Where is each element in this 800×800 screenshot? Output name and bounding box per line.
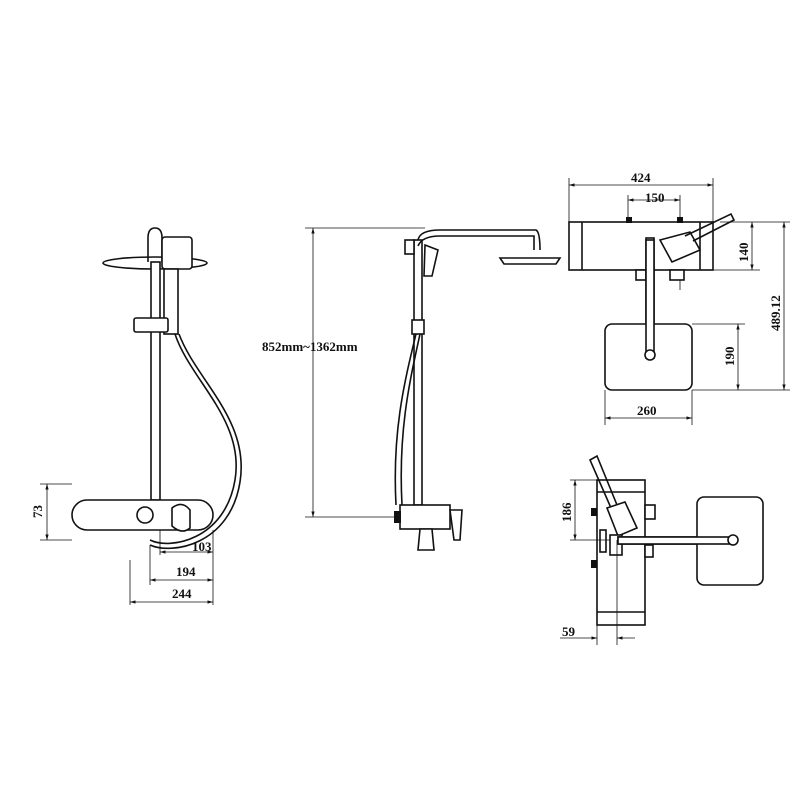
front-view: 73 103 194 244	[30, 227, 242, 605]
side-slide-bracket	[411, 319, 425, 335]
rotated-view: 186 59	[559, 454, 764, 645]
top-view: 424 150 140 489.12 190 260	[568, 170, 790, 425]
dim-194: 194	[176, 564, 196, 579]
shower-hose-outer	[149, 333, 242, 550]
dim-150: 150	[645, 190, 665, 205]
dim-260: 260	[637, 403, 657, 418]
dim-244: 244	[172, 586, 192, 601]
side-hose	[394, 333, 417, 506]
shower-hose	[149, 333, 237, 545]
side-shower-head	[498, 257, 562, 265]
side-knob	[404, 239, 415, 255]
side-riser-rod	[413, 239, 423, 506]
dim-59: 59	[562, 624, 576, 639]
top-lever	[658, 231, 702, 264]
side-spout	[417, 528, 435, 551]
side-hand-shower	[423, 243, 439, 277]
dim-186: 186	[559, 502, 574, 522]
side-shower-arm	[417, 229, 541, 251]
side-view: 852mm~1362mm	[262, 227, 562, 551]
slide-bracket	[133, 317, 169, 333]
dim-489-12: 489.12	[768, 295, 783, 331]
rotated-lever	[605, 501, 639, 538]
shower-arm	[147, 227, 163, 262]
dim-103: 103	[192, 539, 212, 554]
side-valve-body	[399, 504, 451, 530]
riser-rod	[150, 261, 161, 501]
side-lever	[449, 509, 463, 541]
mixer-lever	[171, 503, 191, 532]
dim-424: 424	[631, 170, 651, 185]
diverter-knob	[136, 506, 154, 524]
dim-height-range: 852mm~1362mm	[262, 339, 358, 354]
dim-140: 140	[736, 243, 751, 263]
dim-190: 190	[722, 347, 737, 367]
dim-73: 73	[30, 505, 45, 519]
hand-shower	[161, 236, 193, 270]
